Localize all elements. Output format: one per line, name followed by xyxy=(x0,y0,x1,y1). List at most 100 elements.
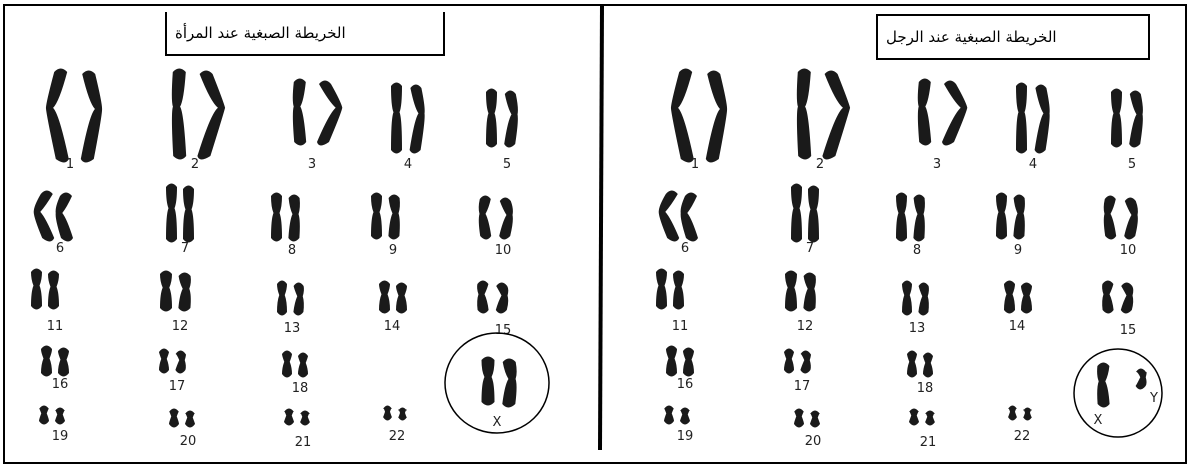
female-chromosome-label-22: 22 xyxy=(389,429,406,444)
female-chromosome-16-b xyxy=(58,348,69,377)
male-chromosome-8-b xyxy=(913,195,925,242)
male-chromosome-label-2: 2 xyxy=(816,157,824,172)
male-chromosome-label-8: 8 xyxy=(913,243,921,258)
female-chromosome-10-a xyxy=(479,196,491,240)
male-chromosome-label-4: 4 xyxy=(1029,157,1037,172)
male-chromosome-pair-12: 12 xyxy=(785,271,816,335)
male-chromosome-label-7: 7 xyxy=(806,241,814,256)
female-chromosome-label-3: 3 xyxy=(308,157,316,172)
male-chromosome-label-15: 15 xyxy=(1120,323,1137,338)
female-chromosome-label-19: 19 xyxy=(52,429,69,444)
male-chromosome-label-12: 12 xyxy=(797,319,814,334)
male-chromosome-2-b xyxy=(822,71,850,160)
male-chromosome-12-b xyxy=(803,273,816,312)
male-chromosome-19-a xyxy=(664,406,674,425)
female-chromosome-pair-11: 11 xyxy=(31,269,63,335)
female-chromosome-3-b xyxy=(317,81,342,146)
female-chromosome-2-a xyxy=(172,69,186,160)
female-chromosome-label-4: 4 xyxy=(404,157,412,172)
female-chromosome-8-a xyxy=(271,193,282,242)
female-chromosome-7-b xyxy=(183,186,194,243)
female-chromosome-11-a xyxy=(31,269,42,310)
female-chromosome-pair-22: 22 xyxy=(383,406,407,445)
male-chromosome-5-b xyxy=(1129,91,1143,148)
male-chromosome-label-9: 9 xyxy=(1014,243,1022,258)
female-chromosome-14-b xyxy=(396,283,407,314)
female-karyotype-title: الخريطة الصبغية عند المرأة xyxy=(165,12,445,56)
male-karyotype-panel: 12345678910111213141516171819202122XY xyxy=(656,69,1162,451)
female-chromosome-3-a xyxy=(293,79,306,146)
male-chromosome-label-13: 13 xyxy=(909,321,926,336)
female-karyotype-panel: 12345678910111213141516171819202122X xyxy=(31,69,549,451)
male-y-label: Y xyxy=(1149,391,1158,406)
male-chromosome-20-a xyxy=(794,409,804,428)
male-chromosome-label-16: 16 xyxy=(677,377,694,392)
female-chromosome-20-b xyxy=(185,411,195,428)
male-chromosome-3-a xyxy=(918,79,931,146)
female-chromosome-pair-5: 5 xyxy=(486,89,518,173)
male-chromosome-label-11: 11 xyxy=(672,319,689,334)
male-chromosome-6-a xyxy=(659,191,680,242)
female-chromosome-12-b xyxy=(178,273,191,312)
female-chromosome-15-a xyxy=(477,281,489,314)
female-chromosome-5-b xyxy=(504,91,518,148)
male-chromosome-pair-4: 4 xyxy=(1016,83,1050,173)
female-chromosome-21-b xyxy=(300,411,310,426)
male-chromosome-pair-17: 17 xyxy=(784,349,811,395)
panel-divider xyxy=(600,5,602,450)
female-chromosome-4-a xyxy=(391,83,402,154)
male-chromosome-19-b xyxy=(680,408,690,425)
female-chromosome-5-a xyxy=(486,89,497,148)
female-chromosome-1-b xyxy=(81,71,102,163)
male-x-chromosome xyxy=(1097,363,1110,408)
female-chromosome-pair-2: 2 xyxy=(172,69,225,173)
female-chromosome-8-b xyxy=(288,195,300,242)
female-chromosome-11-b xyxy=(48,271,59,310)
female-chromosome-13-b xyxy=(293,283,304,316)
male-chromosome-10-b xyxy=(1124,198,1138,240)
female-x-label: X xyxy=(493,415,502,430)
male-chromosome-label-20: 20 xyxy=(805,434,822,449)
female-chromosome-pair-13: 13 xyxy=(277,281,304,337)
male-chromosome-21-b xyxy=(925,411,935,426)
female-chromosome-22-b xyxy=(398,408,407,421)
male-chromosome-pair-11: 11 xyxy=(656,269,688,335)
male-chromosome-9-a xyxy=(996,193,1007,240)
male-chromosome-label-3: 3 xyxy=(933,157,941,172)
male-chromosome-pair-21: 21 xyxy=(909,409,936,451)
male-chromosome-20-b xyxy=(810,411,820,428)
male-chromosome-18-b xyxy=(923,353,933,378)
female-chromosome-16-a xyxy=(41,346,52,377)
female-chromosome-15-b xyxy=(496,283,508,314)
female-chromosome-22-a xyxy=(383,406,392,421)
female-chromosome-pair-8: 8 xyxy=(271,193,300,259)
female-chromosome-10-b xyxy=(499,198,513,240)
male-chromosome-pair-22: 22 xyxy=(1008,406,1032,445)
female-chromosome-label-12: 12 xyxy=(172,319,189,334)
female-chromosome-pair-21: 21 xyxy=(284,409,311,451)
female-chromosome-14-a xyxy=(379,281,390,314)
female-chromosome-19-b xyxy=(55,408,65,425)
male-sex-chromosome-circle xyxy=(1074,349,1162,437)
male-chromosome-22-b xyxy=(1023,408,1032,421)
female-chromosome-label-11: 11 xyxy=(47,319,64,334)
male-chromosome-pair-9: 9 xyxy=(996,193,1025,259)
male-chromosome-4-b xyxy=(1035,85,1050,154)
female-chromosome-17-a xyxy=(159,349,169,374)
male-chromosome-14-a xyxy=(1004,281,1015,314)
male-chromosome-pair-10: 10 xyxy=(1104,196,1138,259)
male-chromosome-22-a xyxy=(1008,406,1017,421)
male-chromosome-3-b xyxy=(942,81,967,146)
female-chromosome-label-17: 17 xyxy=(169,379,186,394)
male-chromosome-label-5: 5 xyxy=(1128,157,1136,172)
female-chromosome-label-6: 6 xyxy=(56,241,64,256)
female-chromosome-pair-19: 19 xyxy=(39,406,68,445)
female-chromosome-pair-4: 4 xyxy=(391,83,425,173)
female-x-chromosome-b xyxy=(502,359,516,408)
female-chromosome-label-5: 5 xyxy=(503,157,511,172)
female-chromosome-pair-15: 15 xyxy=(477,281,511,339)
male-chromosome-label-18: 18 xyxy=(917,381,934,396)
male-chromosome-7-b xyxy=(808,186,819,243)
female-chromosome-label-14: 14 xyxy=(384,319,401,334)
